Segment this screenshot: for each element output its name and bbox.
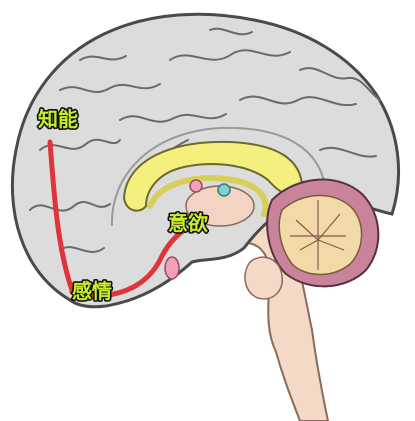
mammillary-dot [189,179,203,193]
connector-emotion-will [69,227,187,299]
amygdala [164,256,180,280]
cerebellum [266,178,380,288]
cingulate-gyrus [110,126,327,227]
pineal-dot [217,183,231,197]
corpus-callosum [122,140,304,212]
label-will: 意欲 [168,211,208,235]
fornix [147,175,269,217]
pons [244,256,283,300]
label-emotion: 感情 [72,279,112,303]
label-intellect: 知能 [38,107,78,131]
connector-intellect-emotion [47,139,79,299]
